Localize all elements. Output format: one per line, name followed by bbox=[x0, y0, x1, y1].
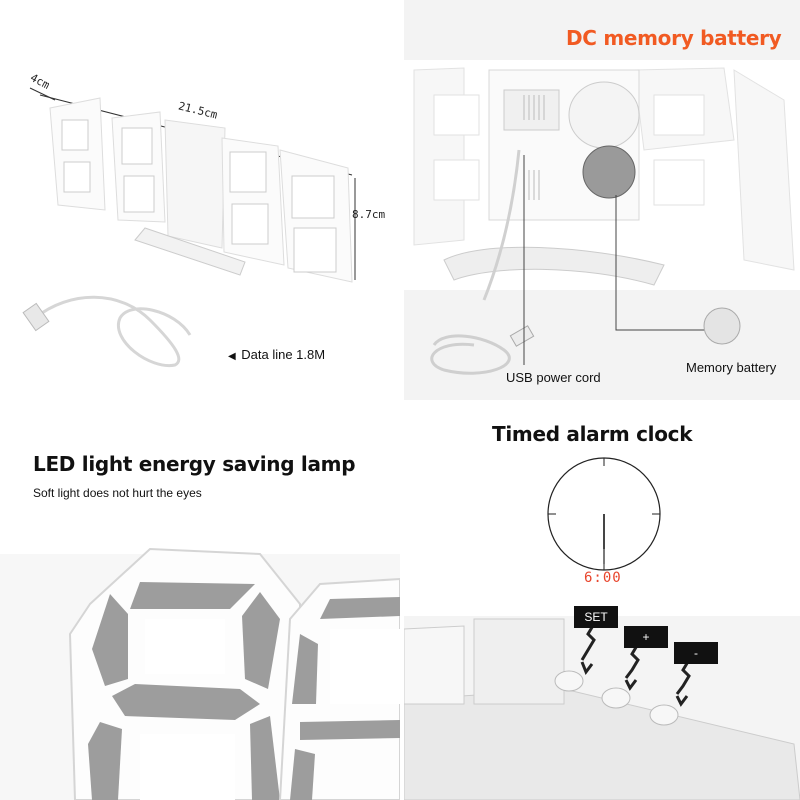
minus-button[interactable] bbox=[649, 704, 679, 726]
left-triangle-icon: ◀ bbox=[228, 351, 242, 362]
usb-power-cord-label: USB power cord bbox=[506, 370, 601, 385]
plus-key-label: + bbox=[624, 626, 668, 648]
clock-face bbox=[547, 457, 661, 571]
set-key-label: SET bbox=[574, 606, 618, 628]
led-title: LED light energy saving lamp bbox=[33, 452, 356, 476]
led-subtitle: Soft light does not hurt the eyes bbox=[33, 486, 202, 500]
clock-side-photo bbox=[404, 616, 800, 800]
digit-eight-left bbox=[68, 547, 301, 800]
battery-title: DC memory battery bbox=[566, 26, 782, 50]
height-label: 8.7cm bbox=[352, 208, 386, 221]
usb-cable bbox=[22, 295, 192, 367]
led-panel: LED light energy saving lamp Soft light … bbox=[0, 404, 400, 800]
battery-panel: DC memory battery USB power cord Memory … bbox=[404, 0, 800, 400]
alarm-illustration bbox=[404, 457, 800, 800]
memory-battery-coin bbox=[703, 307, 741, 345]
plus-button[interactable] bbox=[601, 687, 631, 709]
battery-cover bbox=[568, 81, 640, 149]
dimensions-panel: 4cm 21.5cm 8.7cm ◀ Data line 1.8M bbox=[0, 0, 400, 400]
data-line-label: Data line 1.8M bbox=[241, 347, 326, 362]
memory-battery-label: Memory battery bbox=[686, 360, 777, 375]
clock-product-drawing bbox=[22, 87, 356, 367]
minus-key-label: - bbox=[674, 642, 718, 664]
clock-body bbox=[49, 97, 353, 283]
digit-eight-right bbox=[278, 577, 400, 800]
clock-back-photo bbox=[404, 60, 800, 375]
led-digit-closeup bbox=[0, 547, 400, 800]
usb-cord-coil bbox=[430, 334, 511, 375]
alarm-title: Timed alarm clock bbox=[492, 422, 693, 446]
alarm-panel: Timed alarm clock 6:00 SET + - bbox=[404, 404, 800, 800]
set-button[interactable] bbox=[554, 670, 584, 692]
data-line-caption: ◀ Data line 1.8M bbox=[228, 347, 325, 362]
coin-battery bbox=[582, 145, 636, 199]
depth-dimension-line bbox=[29, 87, 56, 101]
battery-leader-line bbox=[615, 195, 724, 331]
alarm-time: 6:00 bbox=[584, 570, 622, 586]
